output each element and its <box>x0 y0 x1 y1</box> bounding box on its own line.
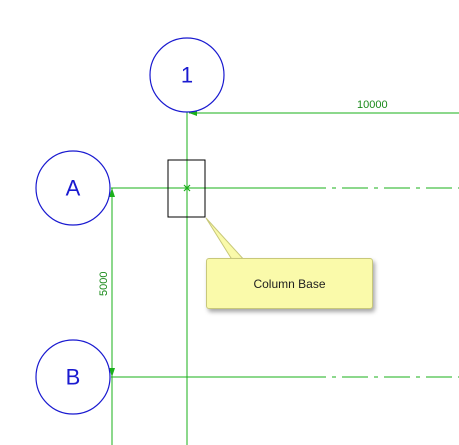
grid-label-1: 1 <box>181 63 193 88</box>
grid-label-a: A <box>66 176 81 201</box>
grid-bubble-b[interactable]: B <box>35 339 111 415</box>
dimension-arrow-left-bottom <box>109 368 115 377</box>
tooltip-text: Column Base <box>253 276 326 291</box>
grid-label-b: B <box>66 365 81 390</box>
column-base[interactable] <box>167 159 206 218</box>
grid-bubble-1[interactable]: 1 <box>149 37 225 113</box>
grid-bubble-a[interactable]: A <box>35 150 111 226</box>
dimension-text-left[interactable]: 5000 <box>98 272 110 296</box>
tooltip: Column Base <box>206 258 373 309</box>
dimension-text-top[interactable]: 10000 <box>357 99 388 111</box>
dimension-arrow-left-top <box>109 188 115 197</box>
